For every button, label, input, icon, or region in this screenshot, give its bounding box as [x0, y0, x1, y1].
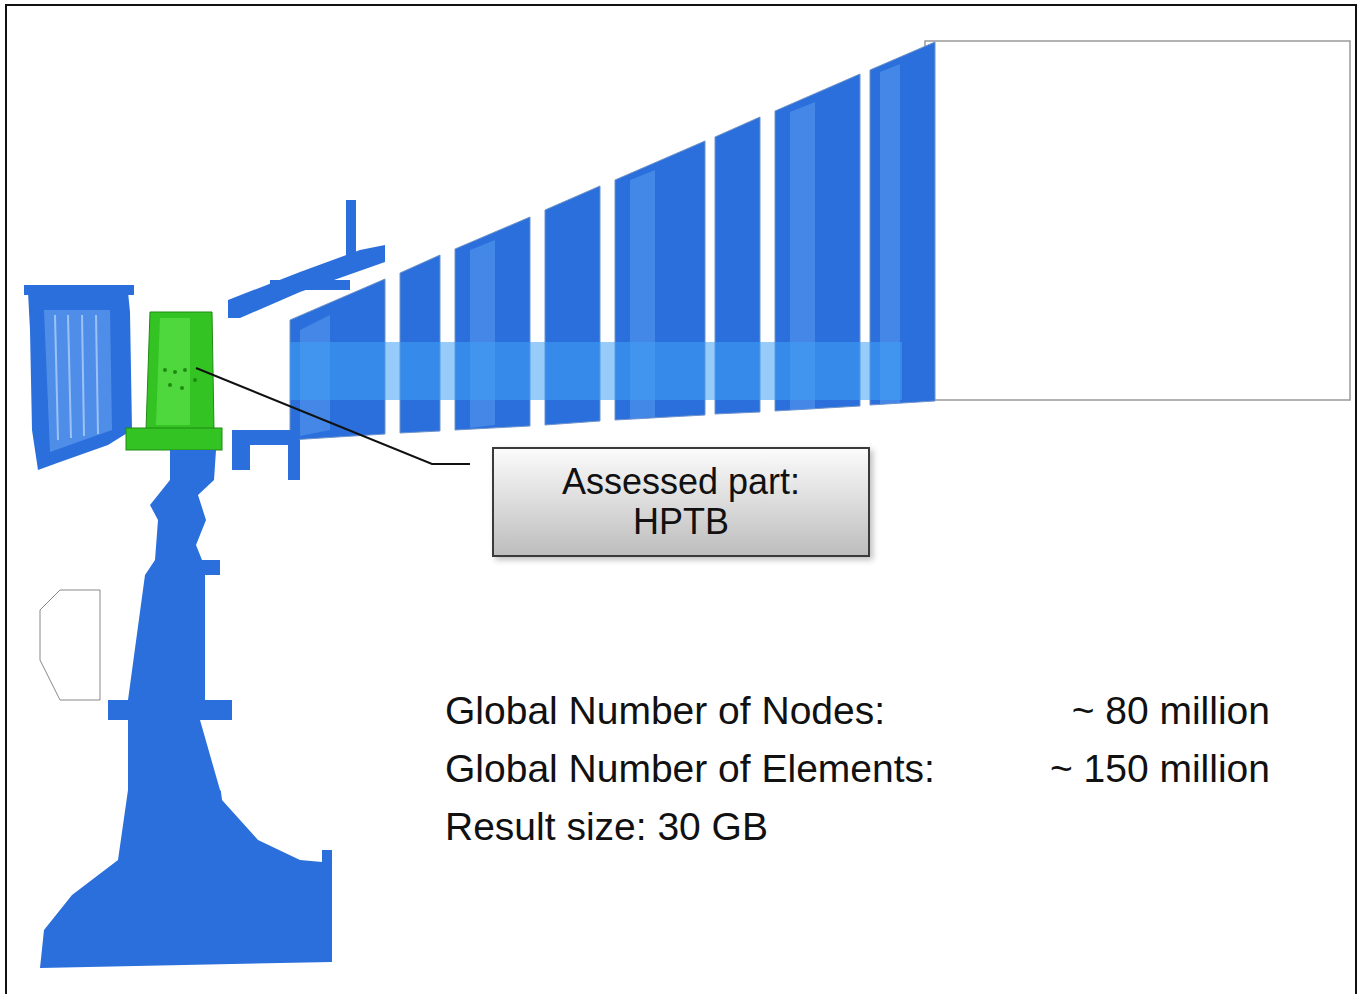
outlet-region [925, 41, 1350, 400]
section-band [290, 342, 902, 400]
callout-text: Assessed part: [562, 462, 800, 502]
stat-name: Global Number of Nodes: [445, 688, 885, 734]
stat-note: Result size: 30 GB [445, 804, 768, 850]
seal-outline [40, 590, 100, 700]
stat-value: ~ 80 million [1072, 688, 1270, 734]
casing [228, 200, 385, 480]
turbine-blades [290, 42, 935, 440]
turbine-disk [40, 450, 332, 968]
callout-text: HPTB [633, 502, 729, 542]
hpt-blade [126, 312, 222, 450]
leader-line [196, 368, 470, 464]
stat-value: ~ 150 million [1050, 746, 1270, 792]
hpt-nozzle [24, 285, 134, 470]
disk-cavity [200, 720, 300, 820]
stat-name: Global Number of Elements: [445, 746, 935, 792]
frame [6, 5, 1356, 994]
callout-box: Assessed part:HPTB [492, 447, 870, 557]
